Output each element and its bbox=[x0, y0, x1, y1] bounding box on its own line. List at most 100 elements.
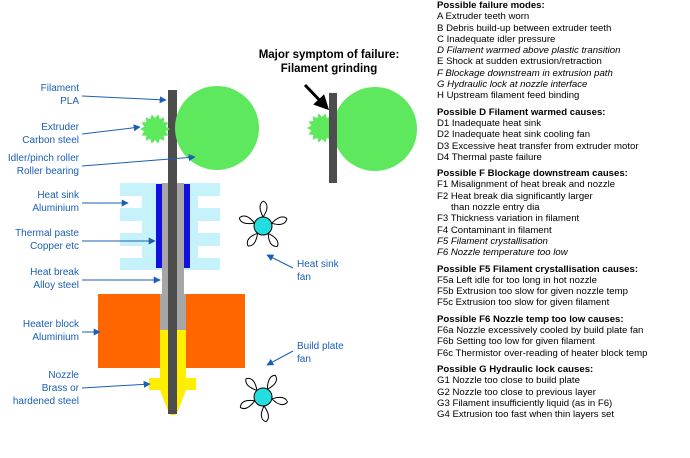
idler-roller-detail bbox=[333, 87, 417, 171]
fan-blade bbox=[266, 374, 276, 390]
cause-item: G4 Extrusion too fast when thin layers s… bbox=[437, 409, 615, 421]
label-heater-block-material: Aluminium bbox=[32, 332, 79, 343]
arrow-heat-sink-fan bbox=[266, 254, 294, 269]
cause-item: D Filament warmed above plastic transiti… bbox=[437, 45, 621, 57]
fan-blade bbox=[271, 396, 288, 403]
cause-item: D4 Thermal paste failure bbox=[437, 151, 542, 163]
label-idler: Idler/pinch roller bbox=[8, 153, 80, 164]
section-title: Possible F6 Nozzle temp too low causes: bbox=[437, 313, 624, 325]
cause-item: G Hydraulic lock at nozzle interface bbox=[437, 79, 588, 91]
cause-item: F6c Thermistor over-reading of heater bl… bbox=[437, 347, 648, 359]
label-idler-material: Roller bearing bbox=[17, 166, 79, 177]
arrow-build-plate-fan bbox=[266, 350, 294, 366]
label-nozzle-material-alt: hardened steel bbox=[13, 396, 79, 407]
cause-item: A Extruder teeth worn bbox=[437, 11, 530, 23]
cause-item: C Inadequate idler pressure bbox=[437, 33, 556, 45]
label-heat-sink-fan: Heat sink bbox=[297, 259, 340, 270]
fan-blade bbox=[271, 398, 288, 406]
symptom-arrow bbox=[303, 83, 330, 111]
extruder-gear bbox=[140, 114, 170, 144]
cause-item: B Debris build-up between extruder teeth bbox=[437, 22, 612, 34]
fan-blade bbox=[267, 374, 277, 390]
fan-blade bbox=[246, 232, 258, 247]
f6-causes-section: Possible F6 Nozzle temp too low causes: … bbox=[437, 314, 690, 359]
fan-blade bbox=[245, 377, 258, 391]
label-heat-break: Heat break bbox=[30, 267, 80, 278]
heat-sink-fan-icon bbox=[238, 200, 288, 247]
arrow-idler bbox=[81, 154, 196, 167]
cause-item: F6a Nozzle excessively cooled by build p… bbox=[437, 325, 644, 337]
cause-item: D3 Excessive heat transfer from extruder… bbox=[437, 140, 639, 152]
fan-blade bbox=[259, 200, 264, 218]
filament bbox=[168, 90, 177, 414]
cause-item: D2 Inadequate heat sink cooling fan bbox=[437, 129, 591, 141]
fan-blade bbox=[267, 233, 278, 247]
cause-item: F5b Extrusion too slow for given nozzle … bbox=[437, 286, 628, 298]
fan-blade bbox=[262, 200, 268, 218]
cause-item: F5a Left idle for too long in hot nozzle bbox=[437, 274, 597, 286]
d-causes-section: Possible D Filament warmed causes: D1 In… bbox=[437, 107, 690, 163]
cause-item: F6b Setting too low for given filament bbox=[437, 336, 595, 348]
symptom-title: Major symptom of failure: bbox=[259, 49, 400, 61]
idler-roller bbox=[175, 86, 259, 170]
gear-teeth bbox=[140, 114, 170, 144]
section-title: Possible failure modes: bbox=[437, 0, 545, 11]
label-extruder: Extruder bbox=[41, 122, 79, 133]
fan-blade bbox=[263, 405, 269, 423]
fan-hub bbox=[253, 216, 273, 236]
fan-blade bbox=[271, 218, 288, 225]
causes-panel: Possible failure modes: A Extruder teeth… bbox=[437, 0, 690, 425]
fan-blade bbox=[238, 217, 255, 225]
cause-item: F1 Misalignment of heat break and nozzle bbox=[437, 179, 616, 191]
cause-item: G3 Filament insufficiently liquid (as in… bbox=[437, 397, 613, 409]
label-extruder-material: Carbon steel bbox=[22, 135, 79, 146]
fan-blade bbox=[240, 400, 256, 410]
failure-modes-section: Possible failure modes: A Extruder teeth… bbox=[437, 0, 690, 102]
cause-item: G1 Nozzle too close to build plate bbox=[437, 375, 580, 387]
arrow-filament bbox=[81, 95, 167, 104]
cause-item: F6 Nozzle temperature too low bbox=[437, 247, 568, 259]
symptom-subtitle: Filament grinding bbox=[281, 63, 377, 75]
fan-blade bbox=[267, 232, 279, 247]
arrow-nozzle bbox=[81, 380, 151, 389]
label-heat-break-material: Alloy steel bbox=[33, 280, 79, 291]
section-title: Possible G Hydraulic lock causes: bbox=[437, 363, 594, 375]
section-title: Possible F Blockage downstream causes: bbox=[437, 168, 628, 180]
fan-blade bbox=[271, 216, 288, 224]
label-thermal-paste: Thermal paste bbox=[15, 228, 79, 239]
label-heat-sink-material: Aluminium bbox=[32, 203, 79, 214]
label-heat-sink-fan-2: fan bbox=[297, 272, 311, 283]
fan-blade bbox=[245, 378, 258, 391]
cause-item: G2 Nozzle too close to previous layer bbox=[437, 386, 596, 398]
cause-item: F4 Contaminant in filament bbox=[437, 224, 552, 236]
fan-blade bbox=[247, 233, 259, 247]
cause-item: F2 Heat break dia significantly larger bbox=[437, 190, 593, 202]
label-build-plate-fan-2: fan bbox=[297, 354, 311, 365]
label-nozzle: Nozzle bbox=[48, 370, 79, 381]
fan-hub bbox=[253, 387, 273, 407]
label-build-plate-fan: Build plate bbox=[297, 341, 344, 352]
cause-item: than nozzle entry dia bbox=[451, 202, 540, 214]
fan-blade bbox=[238, 215, 255, 224]
f5-causes-section: Possible F5 Filament crystallisation cau… bbox=[437, 264, 690, 309]
label-nozzle-material: Brass or bbox=[42, 383, 80, 394]
cause-item: H Upstream filament feed binding bbox=[437, 90, 580, 102]
label-filament: Filament bbox=[41, 83, 80, 94]
label-heater-block: Heater block bbox=[23, 319, 80, 330]
arrow-extruder bbox=[81, 124, 141, 135]
label-thermal-paste-material: Copper etc bbox=[30, 241, 79, 252]
fan-blade bbox=[239, 399, 255, 408]
cause-item: F5 Filament crystallisation bbox=[437, 235, 548, 247]
f-causes-section: Possible F Blockage downstream causes: F… bbox=[437, 168, 690, 258]
g-causes-section: Possible G Hydraulic lock causes: G1 Noz… bbox=[437, 364, 690, 420]
filament-detail bbox=[329, 93, 337, 183]
cause-item: E Shock at sudden extrusion/retraction bbox=[437, 56, 602, 68]
fan-blade bbox=[260, 405, 267, 423]
cause-item: F3 Thickness variation in filament bbox=[437, 213, 580, 225]
build-plate-fan-icon bbox=[239, 374, 288, 423]
thermal-paste bbox=[156, 184, 190, 268]
cause-item: F5c Extrusion too slow for given filamen… bbox=[437, 297, 610, 309]
cause-item: D1 Inadequate heat sink bbox=[437, 117, 542, 129]
